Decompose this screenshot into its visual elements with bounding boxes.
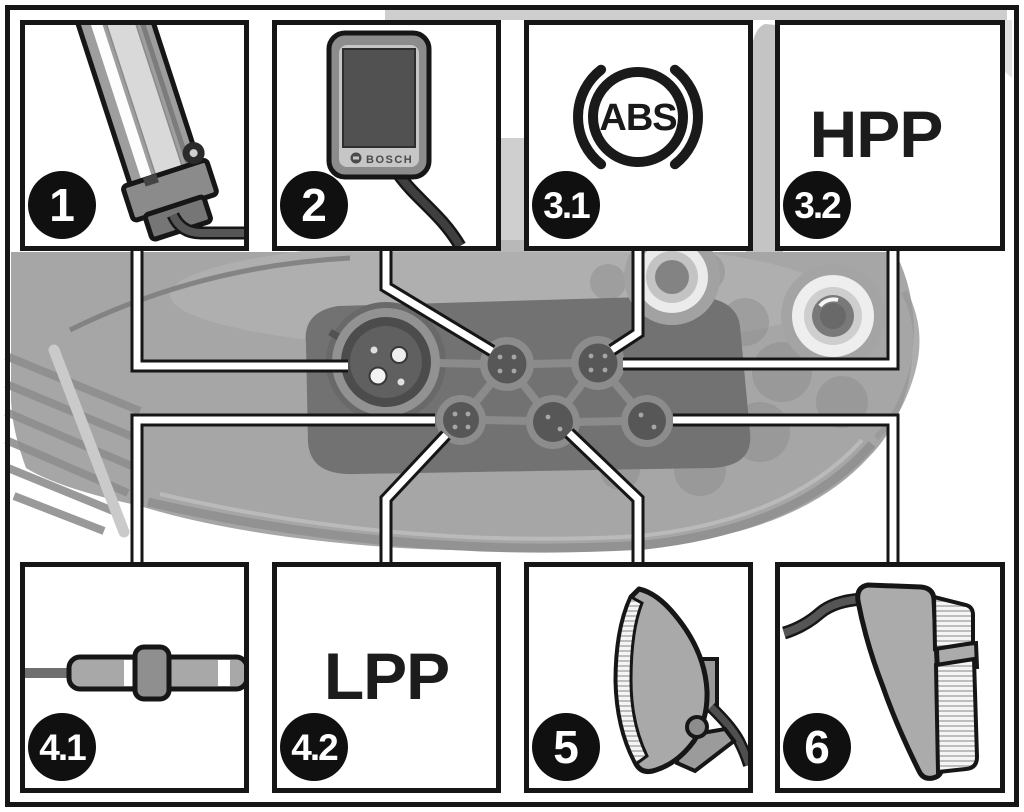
headlight-illustration xyxy=(613,586,748,774)
badge-3-2: 3.2 xyxy=(783,171,851,239)
battery-connector xyxy=(328,308,440,416)
badge-3-1: 3.1 xyxy=(532,171,600,239)
badge-4-1: 4.1 xyxy=(28,713,96,781)
badge-1: 1 xyxy=(28,171,96,239)
small-connectors xyxy=(436,336,673,449)
battery-rail-illustration xyxy=(37,25,244,242)
rear-light-illustration xyxy=(782,582,980,781)
lpp-label: LPP xyxy=(323,639,450,713)
badge-2: 2 xyxy=(280,171,348,239)
callout-box-headlight: 5 xyxy=(524,562,753,793)
callout-box-rear-light: 6 xyxy=(775,562,1005,793)
badge-6: 6 xyxy=(783,713,851,781)
abs-symbol-icon: ABS xyxy=(573,64,703,170)
callout-box-lpp: LPP 4.2 xyxy=(272,562,501,793)
abs-text: ABS xyxy=(599,97,676,139)
hpp-label: HPP xyxy=(809,97,944,171)
callout-box-abs: ABS 3.1 xyxy=(524,20,753,251)
callout-box-display: BOSCH 2 xyxy=(272,20,501,251)
speed-sensor-illustration xyxy=(25,644,244,702)
badge-4-2: 4.2 xyxy=(280,713,348,781)
gap-wash xyxy=(499,138,526,256)
callout-box-hpp: HPP 3.2 xyxy=(775,20,1005,251)
callout-box-battery: 1 xyxy=(20,20,249,251)
badge-5: 5 xyxy=(532,713,600,781)
bearing-bosses xyxy=(624,229,885,368)
top-margin-wash xyxy=(385,9,1007,20)
connector-panel xyxy=(305,295,751,475)
bosch-logo-text: BOSCH xyxy=(366,154,413,166)
display-illustration: BOSCH xyxy=(326,30,466,246)
callout-box-speed-sensor: 4.1 xyxy=(20,562,249,793)
